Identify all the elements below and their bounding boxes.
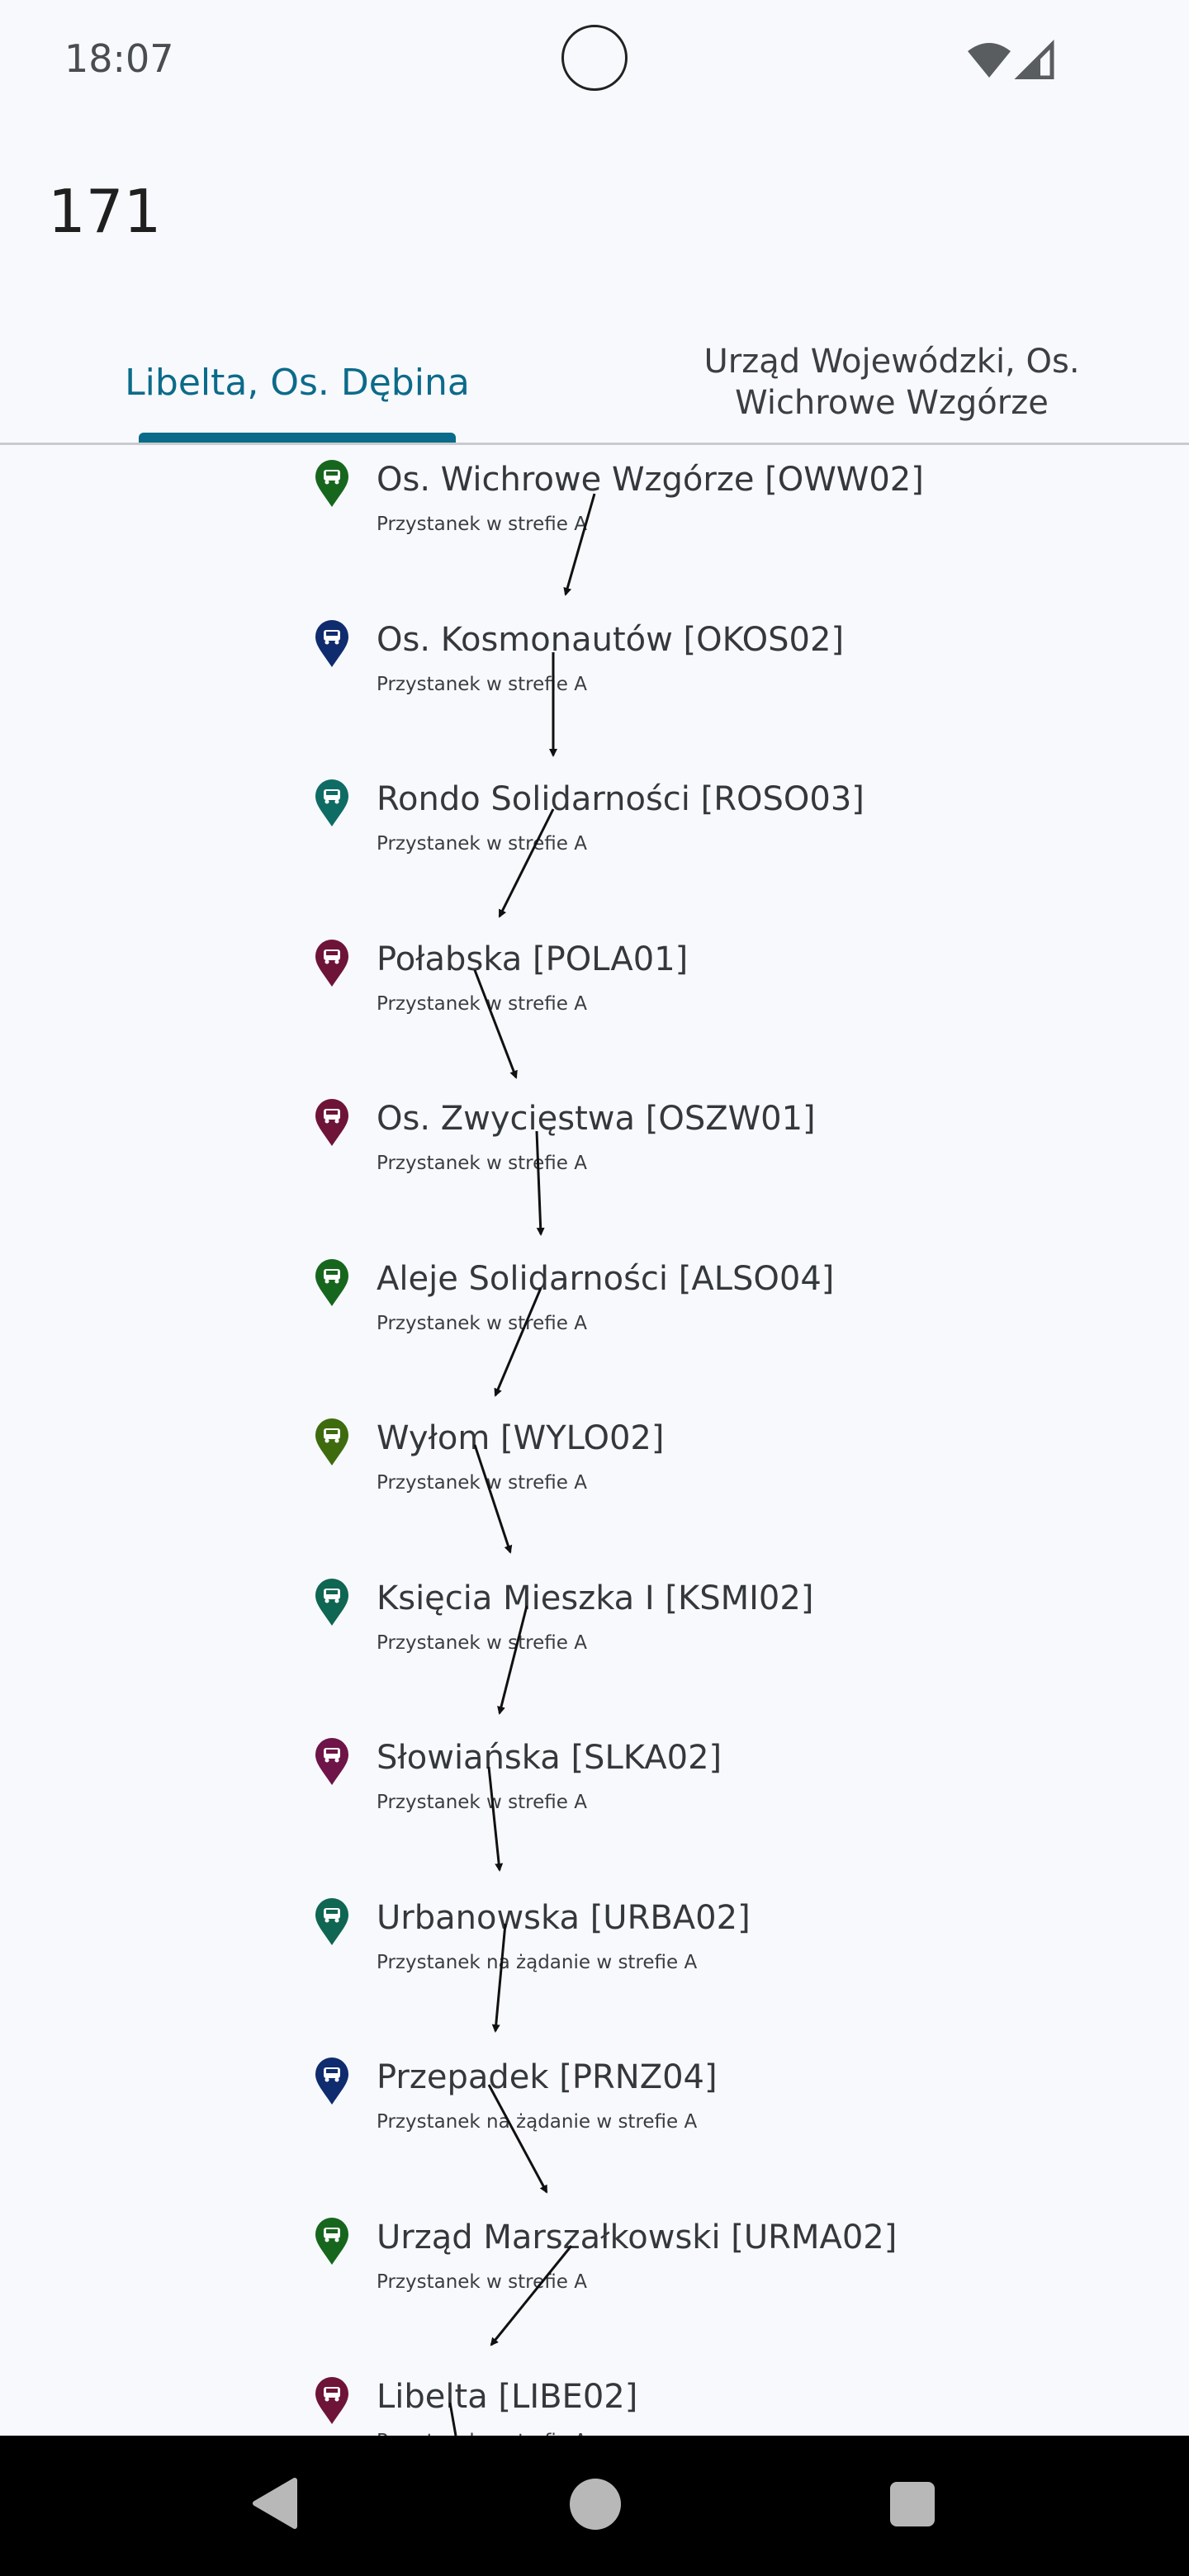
stop-name: Os. Wichrowe Wzgórze [OWW02] xyxy=(377,461,924,499)
stop-zone-info: Przystanek na żądanie w strefie A xyxy=(377,1951,698,1973)
bus-stop-pin-icon xyxy=(314,939,350,988)
stop-item[interactable]: Urząd Marszałkowski [URMA02] Przystanek w… xyxy=(0,2204,1189,2364)
bus-stop-pin-icon xyxy=(314,2057,350,2106)
stop-name: Połabska [POLA01] xyxy=(377,940,689,978)
stop-zone-info: Przystanek w strefie A xyxy=(377,2431,587,2436)
stop-item[interactable]: Słowiańska [SLKA02] Przystanek w strefie … xyxy=(0,1724,1189,1884)
tab-label: Libelta, Os. Dębina xyxy=(125,361,470,404)
stop-zone-info: Przystanek w strefie A xyxy=(377,1153,587,1174)
stop-item[interactable]: Księcia Mieszka I [KSMI02] Przystanek w s… xyxy=(0,1565,1189,1725)
bus-stop-pin-icon xyxy=(314,1578,350,1627)
system-nav-bar xyxy=(0,2436,1189,2576)
stop-name: Urbanowska [URBA02] xyxy=(377,1898,751,1937)
stop-zone-info: Przystanek w strefie A xyxy=(377,992,587,1015)
stop-name: Aleje Solidarności [ALSO04] xyxy=(377,1259,835,1298)
bus-stop-pin-icon xyxy=(314,2376,350,2426)
stop-name: Wyłom [WYLO02] xyxy=(377,1419,665,1457)
tab-bar: Libelta, Os. Dębina Urząd Wojewódzki, Os… xyxy=(0,322,1189,445)
stop-item[interactable]: Urbanowska [URBA02] Przystanek na żądanie… xyxy=(0,1884,1189,2044)
stop-item[interactable]: Os. Zwycięstwa [OSZW01] Przystanek w stre… xyxy=(0,1085,1189,1245)
home-icon[interactable] xyxy=(570,2479,621,2530)
stop-name: Rondo Solidarności [ROSO03] xyxy=(377,780,865,818)
camera-cutout xyxy=(561,25,628,91)
stop-name: Os. Zwycięstwa [OSZW01] xyxy=(377,1100,816,1138)
stop-item[interactable]: Libelta [LIBE02] Przystanek w strefie A xyxy=(0,2363,1189,2436)
tab-indicator xyxy=(139,433,456,443)
stop-item[interactable]: Aleje Solidarności [ALSO04] Przystanek w … xyxy=(0,1245,1189,1405)
bus-stop-pin-icon xyxy=(314,1258,350,1308)
bus-stop-pin-icon xyxy=(314,779,350,828)
bus-stop-pin-icon xyxy=(314,459,350,509)
bus-stop-pin-icon xyxy=(314,619,350,669)
stop-zone-info: Przystanek na żądanie w strefie A xyxy=(377,2111,698,2133)
stop-zone-info: Przystanek w strefie A xyxy=(377,673,587,695)
stop-item[interactable]: Os. Kosmonautów [OKOS02] Przystanek w str… xyxy=(0,606,1189,766)
stop-item[interactable]: Os. Wichrowe Wzgórze [OWW02] Przystanek w… xyxy=(0,446,1189,606)
tab-direction-urzad[interactable]: Urząd Wojewódzki, Os. Wichrowe Wzgórze xyxy=(594,322,1189,443)
stop-zone-info: Przystanek w strefie A xyxy=(377,1631,587,1654)
stop-item[interactable]: Przepadek [PRNZ04] Przystanek na żądanie … xyxy=(0,2043,1189,2204)
bus-stop-pin-icon xyxy=(314,1737,350,1787)
stop-zone-info: Przystanek w strefie A xyxy=(377,1792,587,1813)
bus-stop-pin-icon xyxy=(314,2217,350,2266)
stop-name: Urząd Marszałkowski [URMA02] xyxy=(377,2218,898,2256)
stop-name: Księcia Mieszka I [KSMI02] xyxy=(377,1579,814,1617)
status-icons xyxy=(966,39,1065,83)
wifi-icon xyxy=(968,43,1011,78)
bus-stop-pin-icon xyxy=(314,1897,350,1947)
status-bar: 18:07 xyxy=(0,0,1189,124)
bus-stop-pin-icon xyxy=(314,1098,350,1148)
stop-zone-info: Przystanek w strefie A xyxy=(377,2271,587,2293)
status-time: 18:07 xyxy=(64,36,174,81)
page-title: 171 xyxy=(48,177,162,246)
stop-zone-info: Przystanek w strefie A xyxy=(377,514,587,535)
tab-label: Urząd Wojewódzki, Os. Wichrowe Wzgórze xyxy=(703,343,1080,422)
stop-name: Słowiańska [SLKA02] xyxy=(377,1739,722,1777)
stop-item[interactable]: Wyłom [WYLO02] Przystanek w strefie A xyxy=(0,1404,1189,1565)
stop-zone-info: Przystanek w strefie A xyxy=(377,1312,587,1334)
recents-icon[interactable] xyxy=(890,2482,935,2526)
bus-stop-pin-icon xyxy=(314,1418,350,1467)
tab-direction-libelta[interactable]: Libelta, Os. Dębina xyxy=(0,322,594,443)
stop-name: Libelta [LIBE02] xyxy=(377,2378,638,2416)
stop-name: Os. Kosmonautów [OKOS02] xyxy=(377,620,845,659)
stop-item[interactable]: Rondo Solidarności [ROSO03] Przystanek w … xyxy=(0,765,1189,926)
stop-zone-info: Przystanek w strefie A xyxy=(377,833,587,855)
stop-list: Os. Wichrowe Wzgórze [OWW02] Przystanek w… xyxy=(0,446,1189,2436)
stop-zone-info: Przystanek w strefie A xyxy=(377,1472,587,1494)
stop-item[interactable]: Połabska [POLA01] Przystanek w strefie A xyxy=(0,926,1189,1086)
stop-name: Przepadek [PRNZ04] xyxy=(377,2058,718,2096)
back-icon[interactable] xyxy=(252,2477,298,2530)
